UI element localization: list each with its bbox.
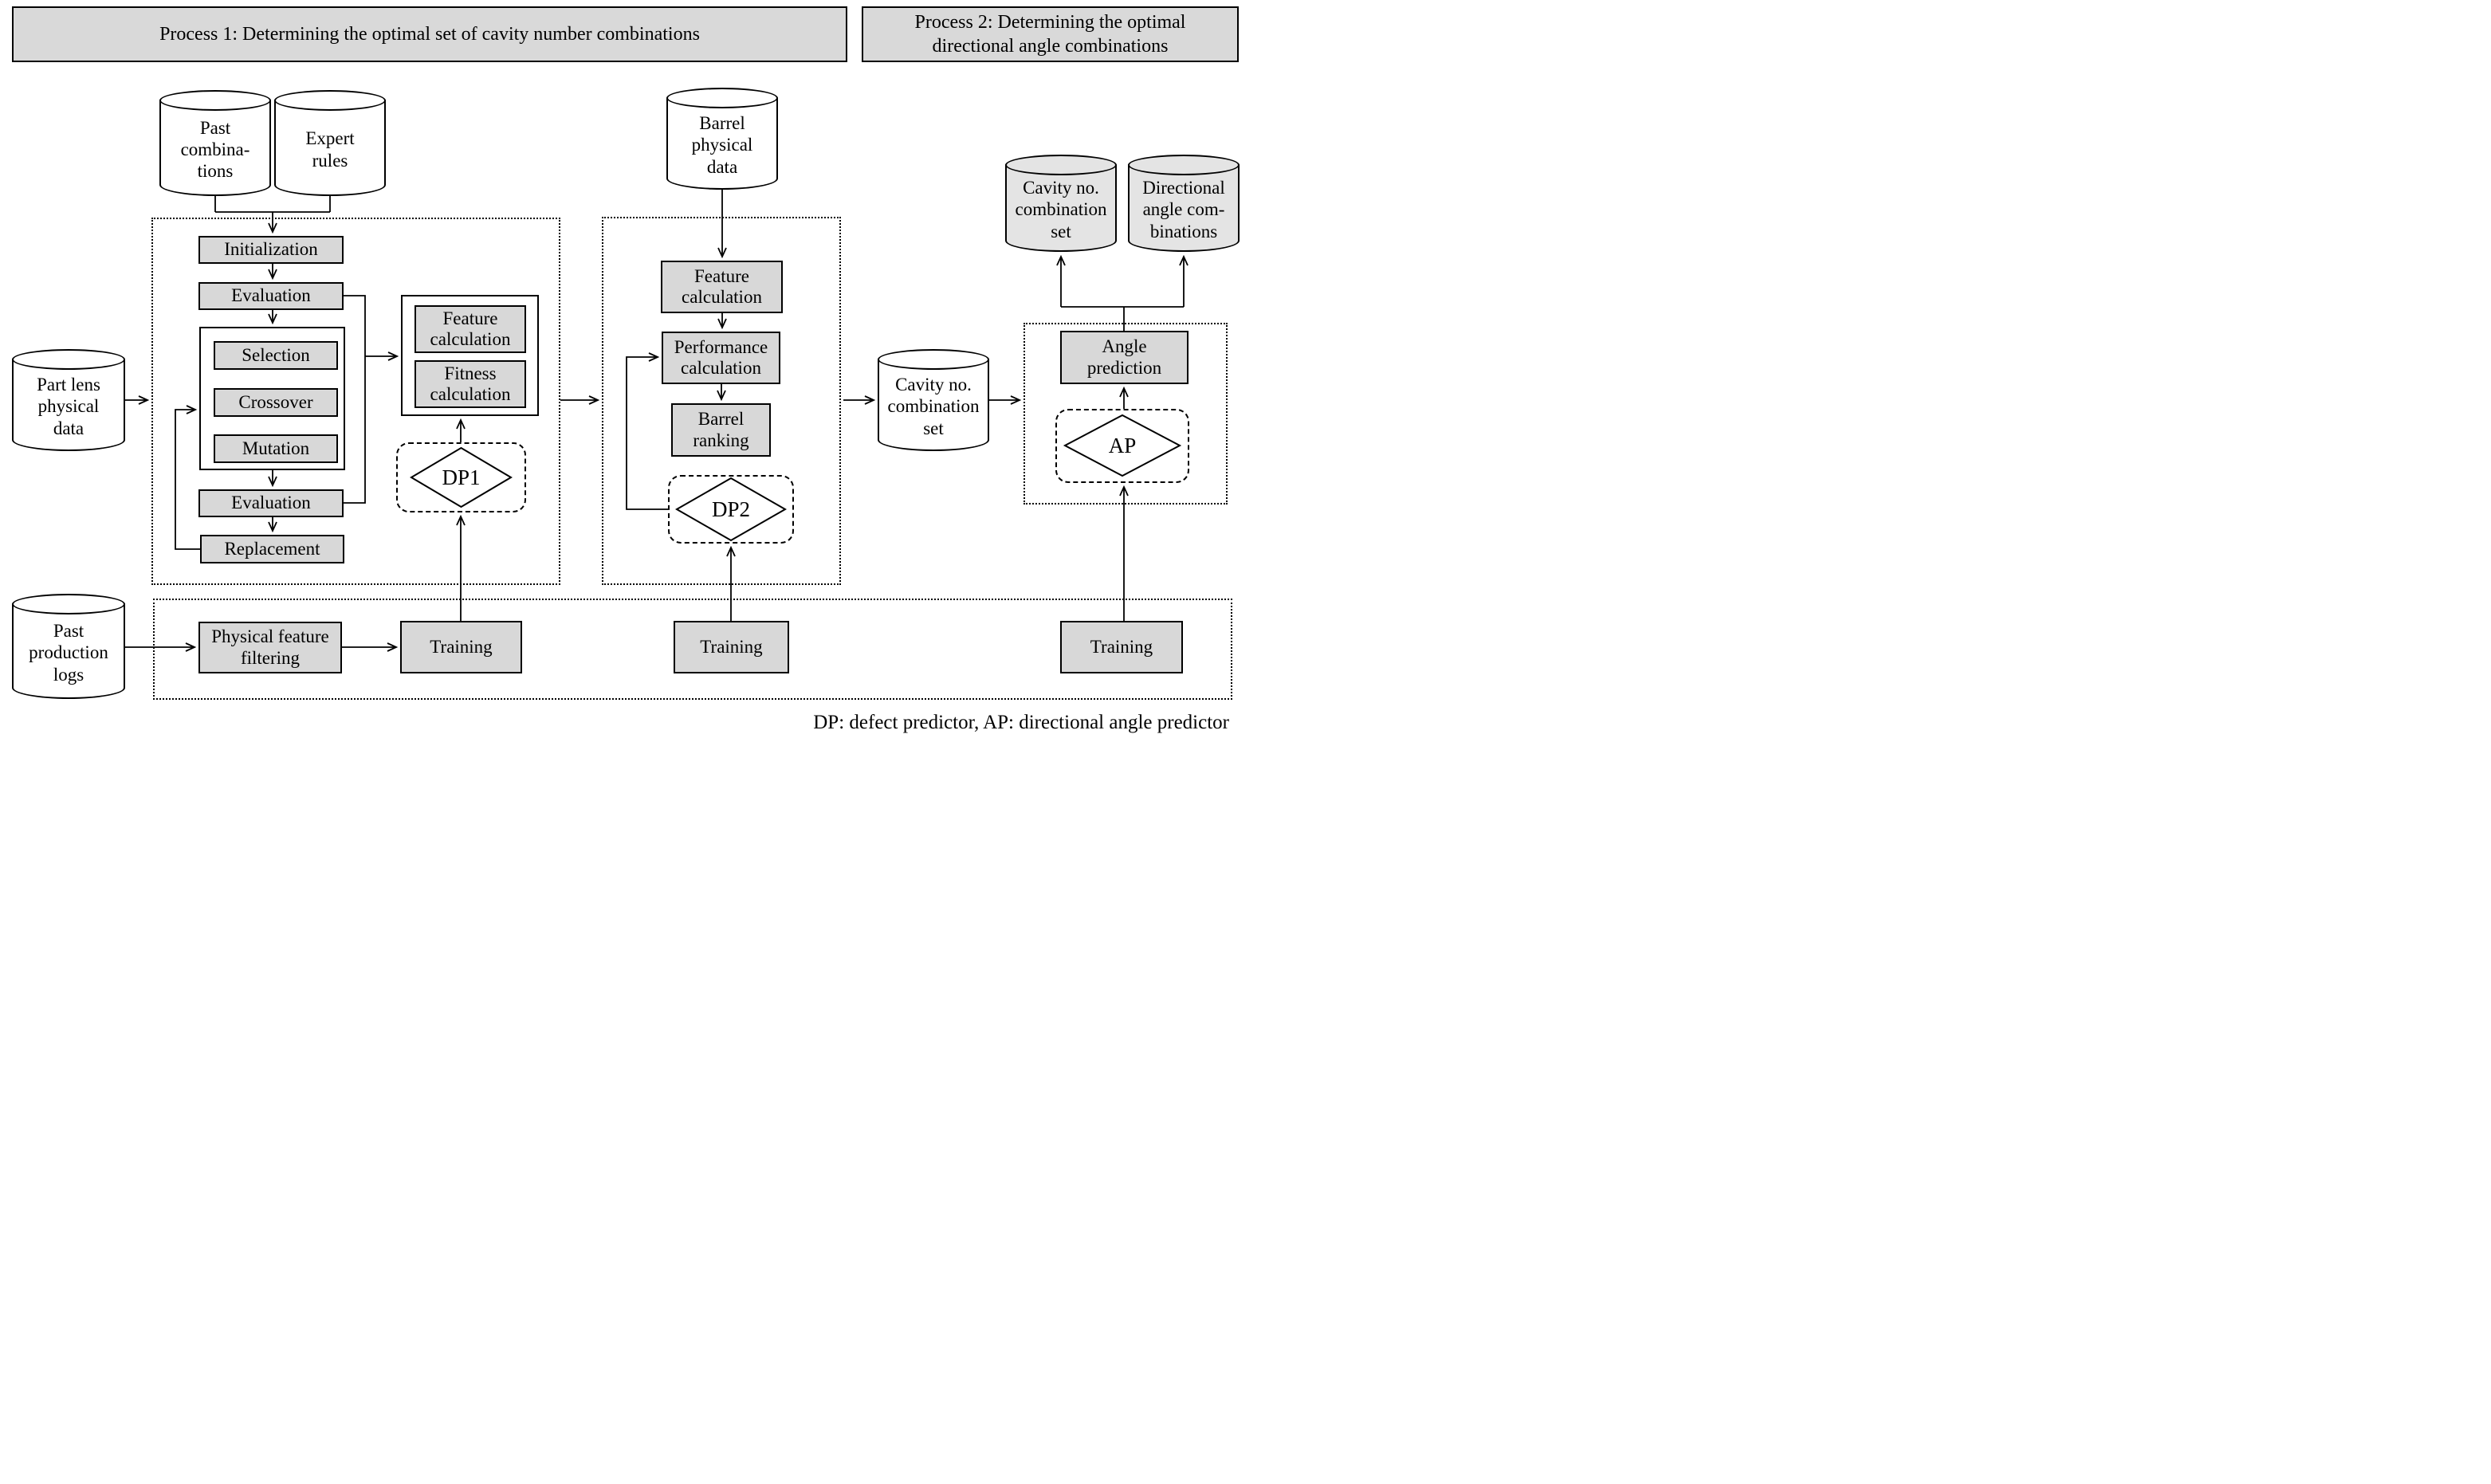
cavity-combination-set-cylinder: Cavity no. combination set [878,349,989,451]
cylinder-label: Directional angle com- binations [1142,178,1225,241]
cylinder-label: Past production logs [29,621,108,685]
evaluation-bottom-box: Evaluation [198,489,344,517]
training-box-dp1: Training [400,621,522,673]
past-production-logs-cylinder: Past production logs [12,594,125,699]
evaluation-top-box: Evaluation [198,282,344,310]
selection-box: Selection [214,341,338,370]
feature-calculation-box-1: Feature calculation [415,305,526,353]
expert-rules-cylinder: Expert rules [274,90,386,196]
part-lens-physical-data-cylinder: Part lens physical data [12,349,125,451]
cylinder-label: Part lens physical data [37,375,100,438]
process1-header: Process 1: Determining the optimal set o… [12,6,847,62]
legend-note: DP: defect predictor, AP: directional an… [813,712,1229,733]
barrel-ranking-box: Barrel ranking [671,403,771,457]
cylinder-top-ellipse [12,349,125,370]
cylinder-body [12,604,125,699]
performance-calculation-box: Performance calculation [662,332,780,384]
initialization-box: Initialization [198,236,344,264]
past-combinations-cylinder: Past combina- tions [159,90,271,196]
training-box-ap: Training [1060,621,1183,673]
cylinder-label: Past combina- tions [180,117,250,182]
cylinder-top-ellipse [1128,155,1240,175]
cylinder-body [1128,165,1240,252]
cylinder-top-ellipse [666,88,778,108]
cylinder-top-ellipse [12,594,125,614]
replacement-box: Replacement [200,535,344,563]
flow-diagram: Process 1: Determining the optimal set o… [0,0,1245,742]
angle-prediction-box: Angle prediction [1060,331,1189,384]
cylinder-body [1005,165,1117,252]
cylinder-top-ellipse [1005,155,1117,175]
cylinder-label: Barrel physical data [691,113,753,177]
mutation-box: Mutation [214,434,338,463]
directional-angle-combinations-cylinder: Directional angle com- binations [1128,155,1240,252]
cavity-combination-set-output-cylinder: Cavity no. combination set [1005,155,1117,252]
training-box-dp2: Training [674,621,789,673]
ap-label: AP [1108,433,1137,457]
feature-calculation-box-2: Feature calculation [661,261,783,313]
ga-region-box [151,218,560,585]
cylinder-label: Cavity no. combination set [1015,178,1107,241]
dp1-label: DP1 [442,465,481,489]
cylinder-body [159,100,271,196]
cylinder-body [878,359,989,451]
cylinder-label: Expert rules [305,128,355,171]
cylinder-body [12,359,125,451]
cylinder-label: Cavity no. combination set [887,375,980,438]
cylinder-top-ellipse [159,90,271,111]
barrel-evaluation-region-box [602,217,841,585]
fitness-calculation-box: Fitness calculation [415,360,526,408]
process2-header: Process 2: Determining the optimal direc… [862,6,1239,62]
crossover-box: Crossover [214,388,338,417]
cylinder-top-ellipse [878,349,989,370]
dp2-label: DP2 [711,497,750,521]
barrel-physical-data-cylinder: Barrel physical data [666,88,778,190]
training-region-box [153,599,1232,700]
cylinder-body [274,100,386,196]
cylinder-top-ellipse [274,90,386,111]
cylinder-body [666,98,778,190]
physical-feature-filtering-box: Physical feature filtering [198,622,342,673]
